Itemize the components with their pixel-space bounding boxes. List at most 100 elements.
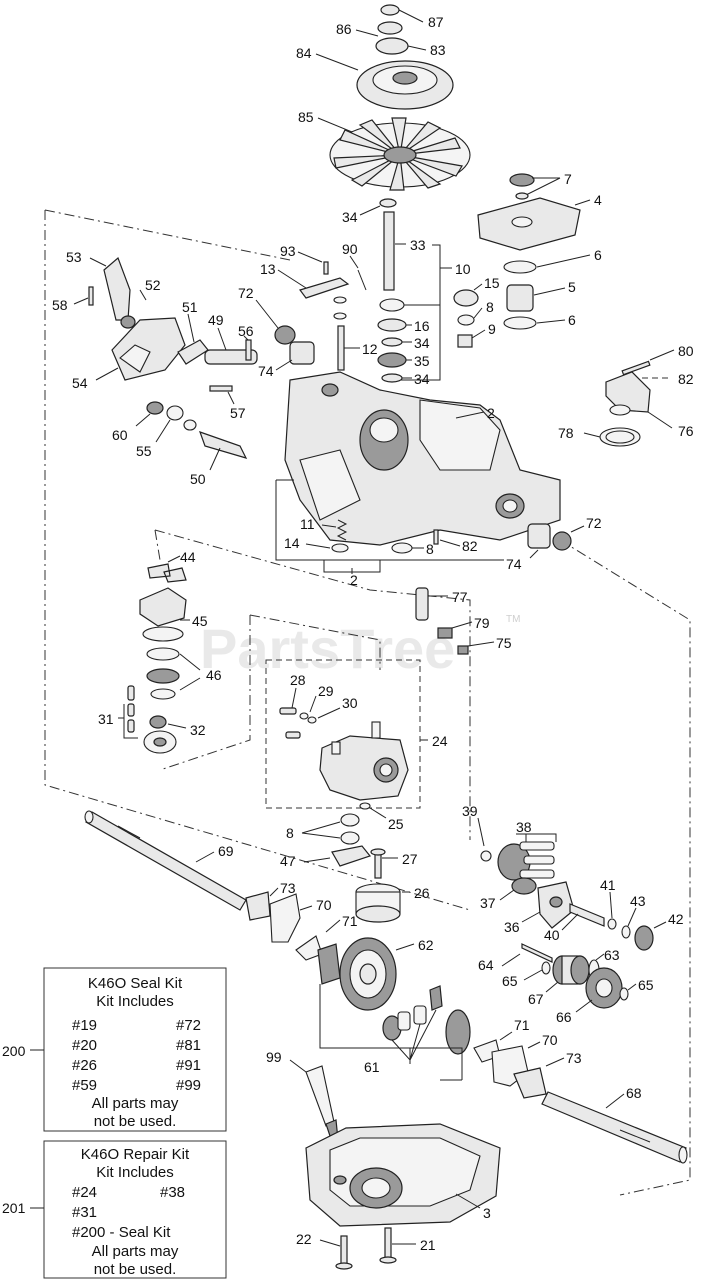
part-39-washer[interactable] — [480, 850, 492, 862]
part-41-ring[interactable] — [607, 918, 617, 930]
label-9[interactable]: 9 — [488, 321, 496, 337]
part-29-ring[interactable] — [299, 712, 309, 720]
label-60[interactable]: 60 — [112, 427, 128, 443]
part-bevel-gear-left[interactable] — [317, 943, 341, 985]
part-58-pin[interactable] — [88, 286, 94, 306]
label-87[interactable]: 87 — [428, 14, 444, 30]
part-42-gear[interactable] — [634, 925, 654, 951]
part-37-bearing[interactable] — [511, 877, 537, 895]
part-46-bearing-b[interactable] — [146, 668, 180, 684]
part-24-pump-block[interactable] — [319, 721, 409, 801]
label-40[interactable]: 40 — [544, 927, 560, 943]
part-75-block[interactable] — [457, 645, 469, 655]
label-55[interactable]: 55 — [136, 443, 152, 459]
label-27[interactable]: 27 — [402, 851, 418, 867]
label-8-bottom[interactable]: 8 — [286, 825, 294, 841]
part-72-seal-lower[interactable] — [552, 531, 572, 551]
label-53[interactable]: 53 — [66, 249, 82, 265]
label-34-top[interactable]: 34 — [342, 209, 358, 225]
part-74-bushing-lower[interactable] — [527, 523, 551, 549]
label-70-right[interactable]: 70 — [542, 1032, 558, 1048]
label-10[interactable]: 10 — [455, 261, 471, 277]
label-2-upper[interactable]: 2 — [487, 405, 495, 421]
label-86[interactable]: 86 — [336, 21, 352, 37]
label-22[interactable]: 22 — [296, 1231, 312, 1247]
part-33-input-shaft[interactable] — [383, 211, 395, 291]
label-79[interactable]: 79 — [474, 615, 490, 631]
label-4[interactable]: 4 — [594, 192, 602, 208]
part-56-pin[interactable] — [245, 339, 252, 361]
label-69[interactable]: 69 — [218, 843, 234, 859]
label-33[interactable]: 33 — [410, 237, 426, 253]
part-43-washer[interactable] — [621, 925, 631, 939]
label-83[interactable]: 83 — [430, 42, 446, 58]
label-3[interactable]: 3 — [483, 1205, 491, 1221]
label-11[interactable]: 11 — [300, 516, 315, 532]
part-22-bolt[interactable] — [335, 1235, 353, 1270]
label-34-bottom[interactable]: 34 — [414, 371, 430, 387]
label-15[interactable]: 15 — [484, 275, 500, 291]
part-53-lever[interactable] — [103, 256, 131, 321]
label-8-upper[interactable]: 8 — [486, 299, 494, 315]
part-8-upper[interactable] — [457, 314, 475, 326]
label-68[interactable]: 68 — [626, 1085, 642, 1101]
part-34-ring-bottom[interactable] — [381, 373, 403, 383]
part-62-ring-gear[interactable] — [339, 937, 397, 1011]
part-68-right-axle[interactable] — [541, 1091, 688, 1164]
part-82-pin-lower[interactable] — [433, 529, 439, 545]
label-85[interactable]: 85 — [298, 109, 314, 125]
part-60-nut[interactable] — [146, 401, 164, 415]
label-37[interactable]: 37 — [480, 895, 496, 911]
label-57[interactable]: 57 — [230, 405, 246, 421]
label-16[interactable]: 16 — [414, 318, 430, 334]
part-46-bearing-a[interactable] — [146, 647, 180, 661]
label-71-right[interactable]: 71 — [514, 1017, 530, 1033]
label-26[interactable]: 26 — [414, 885, 430, 901]
label-12[interactable]: 12 — [362, 341, 378, 357]
label-28[interactable]: 28 — [290, 672, 306, 688]
part-3-lower-housing[interactable] — [305, 1123, 501, 1227]
part-87-nut[interactable] — [380, 4, 400, 16]
part-8-plug-a[interactable] — [340, 813, 360, 827]
label-32[interactable]: 32 — [190, 722, 206, 738]
label-71-left[interactable]: 71 — [342, 913, 358, 929]
label-8-lower[interactable]: 8 — [426, 541, 434, 557]
part-69-left-axle[interactable] — [84, 810, 247, 911]
part-8-lower[interactable] — [391, 542, 413, 554]
label-90[interactable]: 90 — [342, 241, 358, 257]
part-90-spring[interactable] — [357, 269, 367, 291]
part-26-sleeve[interactable] — [355, 883, 401, 923]
label-25[interactable]: 25 — [388, 816, 404, 832]
part-38-cylinder-block[interactable] — [497, 841, 555, 881]
label-65-b[interactable]: 65 — [638, 977, 654, 993]
part-5-hose[interactable] — [506, 284, 534, 312]
part-52-seal[interactable] — [120, 315, 136, 329]
part-49-shaft[interactable] — [204, 349, 258, 365]
label-99[interactable]: 99 — [266, 1049, 282, 1065]
label-78[interactable]: 78 — [558, 425, 574, 441]
part-31-pistons[interactable] — [127, 685, 135, 733]
label-14[interactable]: 14 — [284, 535, 300, 551]
part-16-ring[interactable] — [377, 318, 407, 332]
part-34-ring-top[interactable] — [379, 198, 397, 208]
part-45-swashplate[interactable] — [139, 587, 187, 627]
part-15-plug[interactable] — [453, 289, 479, 307]
label-58[interactable]: 58 — [52, 297, 68, 313]
label-5[interactable]: 5 — [568, 279, 576, 295]
part-44-shoes[interactable] — [147, 563, 187, 583]
label-82-upper[interactable]: 82 — [678, 371, 694, 387]
part-85-fan[interactable] — [329, 117, 471, 191]
part-86-washer[interactable] — [377, 21, 403, 35]
label-2-lower[interactable]: 2 — [350, 572, 358, 588]
part-28-valve[interactable] — [279, 707, 297, 715]
label-46[interactable]: 46 — [206, 667, 222, 683]
label-74-lower[interactable]: 74 — [506, 556, 522, 572]
part-79-block[interactable] — [437, 627, 453, 639]
part-8-plug-b[interactable] — [340, 831, 360, 845]
label-42[interactable]: 42 — [668, 911, 684, 927]
part-12-pin[interactable] — [337, 325, 345, 371]
part-bearing-upper[interactable] — [379, 298, 405, 312]
part-13-arm[interactable] — [299, 277, 350, 299]
label-63[interactable]: 63 — [604, 947, 620, 963]
part-65-washer-b[interactable] — [619, 987, 629, 1001]
